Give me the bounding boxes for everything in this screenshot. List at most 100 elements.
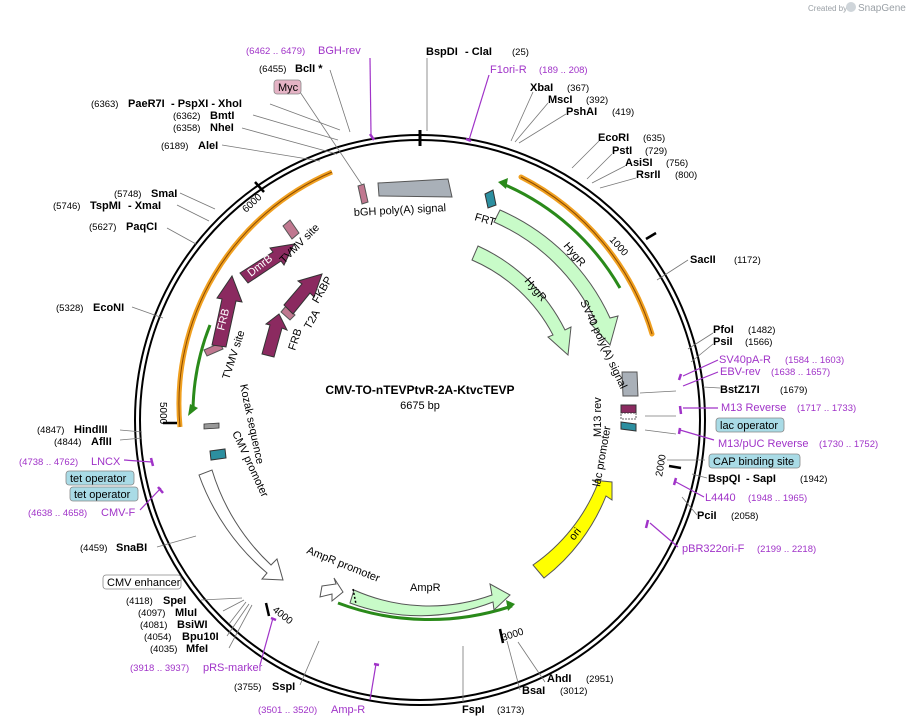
svg-text:- XmaI: - XmaI — [128, 200, 161, 212]
enzyme-spei: (4118) SpeI — [126, 595, 186, 607]
svg-text:(6362): (6362) — [173, 111, 200, 122]
plasmid-name: CMV-TO-nTEVPtvR-2A-KtvcTEVP — [325, 383, 514, 397]
snapgene-logo-icon — [846, 2, 856, 12]
lac-operator-feature[interactable] — [620, 412, 637, 420]
bgh-polya-feature[interactable] — [377, 178, 453, 198]
svg-text:AsiSI: AsiSI — [625, 157, 653, 169]
ampr-feature[interactable] — [349, 583, 511, 617]
box-tet-operator-1[interactable]: tet operator — [65, 470, 135, 486]
box-cap-site[interactable]: CAP binding site — [708, 453, 801, 469]
frb-orf-green — [191, 324, 212, 411]
frt-feature[interactable] — [484, 189, 497, 209]
frb-2-feature[interactable] — [261, 313, 289, 358]
enzyme-xbai: XbaI (367) — [530, 82, 589, 94]
kozak-feature[interactable] — [203, 422, 220, 430]
svg-text:MscI: MscI — [548, 94, 572, 106]
enzyme-bsiwi: (4081) BsiWI — [140, 619, 208, 631]
svg-text:SacII: SacII — [690, 254, 716, 266]
box-tet-operator-2[interactable]: tet operator — [69, 486, 139, 502]
primer-pbr322ori-f: pBR322ori-F (2199 .. 2218) — [682, 543, 816, 555]
hygr-outer-feature[interactable] — [493, 209, 619, 347]
svg-text:(4035): (4035) — [150, 644, 177, 655]
dmrb-feature[interactable] — [239, 243, 295, 284]
primer-l4440: L4440 (1948 .. 1965) — [705, 492, 807, 504]
svg-text:TspMI: TspMI — [90, 200, 121, 212]
tick-label-2000: 2000 — [654, 453, 669, 477]
svg-text:(635): (635) — [643, 133, 665, 144]
label-frb-1: FRB — [215, 307, 232, 331]
box-myc[interactable]: Myc — [273, 79, 302, 95]
svg-text:PaqCI: PaqCI — [126, 221, 157, 233]
svg-text:(4738 .. 4762): (4738 .. 4762) — [19, 457, 78, 468]
svg-text:(1566): (1566) — [745, 337, 772, 348]
svg-text:(5746): (5746) — [53, 201, 80, 212]
svg-text:MluI: MluI — [175, 607, 197, 619]
fkbp-feature[interactable] — [283, 273, 323, 315]
sv40-polya-feature[interactable] — [621, 371, 639, 397]
svg-text:M13/pUC Reverse: M13/pUC Reverse — [718, 438, 808, 450]
svg-text:AleI: AleI — [198, 140, 218, 152]
plasmid-size: 6675 bp — [400, 400, 440, 412]
primer-ebv-rev: EBV-rev (1638 .. 1657) — [720, 366, 830, 378]
svg-text:lac operator: lac operator — [720, 420, 778, 432]
t2a-feature[interactable] — [280, 305, 296, 321]
enzyme-bspqi: BspQI - SapI (1942) — [708, 473, 827, 485]
enzyme-paqci: (5627) PaqCI — [89, 221, 157, 233]
primer-sv40pa-r: SV40pA-R (1584 .. 1603) — [719, 354, 844, 366]
enzyme-bspdi: BspDI - ClaI (25) — [426, 46, 529, 58]
ampr-promoter-feature[interactable] — [319, 577, 344, 603]
svg-text:tet operator: tet operator — [74, 489, 131, 501]
svg-text:(419): (419) — [612, 107, 634, 118]
svg-text:EcoNI: EcoNI — [93, 302, 124, 314]
enzyme-mfei: (4035) MfeI — [150, 643, 208, 655]
enzyme-bmti: (6362) BmtI — [173, 110, 234, 122]
primer-amp-r: (3501 .. 3520) Amp-R — [258, 704, 365, 716]
svg-text:BmtI: BmtI — [210, 110, 234, 122]
svg-text:(6363): (6363) — [91, 99, 118, 110]
svg-text:CAP binding site: CAP binding site — [713, 456, 794, 468]
label-amp-prom: AmpR promoter — [305, 545, 382, 585]
tick-2000 — [668, 464, 682, 470]
svg-text:M13 Reverse: M13 Reverse — [721, 402, 786, 414]
enzyme-pcii: PciI (2058) — [697, 510, 758, 522]
svg-text:XbaI: XbaI — [530, 82, 553, 94]
ori-feature[interactable] — [532, 479, 613, 579]
svg-text:(6358): (6358) — [173, 123, 200, 134]
m13rev-feature[interactable] — [620, 404, 637, 414]
tvmv-site-2-feature[interactable] — [282, 219, 300, 240]
tick-3000 — [498, 628, 505, 644]
ampr-promoter-boundary — [352, 588, 357, 605]
tet-operator-feature[interactable] — [209, 448, 227, 461]
hygr-inner-feature[interactable] — [471, 245, 572, 357]
svg-text:BGH-rev: BGH-rev — [318, 45, 361, 57]
svg-text:Myc: Myc — [278, 82, 299, 94]
label-bgh: bGH poly(A) signal — [354, 202, 447, 219]
svg-text:EBV-rev: EBV-rev — [720, 366, 761, 378]
cmv-promoter-feature[interactable] — [198, 469, 284, 581]
svg-text:BsaI: BsaI — [522, 685, 545, 697]
svg-text:F1ori-R: F1ori-R — [490, 64, 527, 76]
svg-text:L4440: L4440 — [705, 492, 736, 504]
svg-text:HindIII: HindIII — [74, 424, 108, 436]
svg-text:(4847): (4847) — [37, 425, 64, 436]
primer-cmv-f: (4638 .. 4658) CMV-F — [28, 507, 136, 519]
enzyme-econi: (5328) EcoNI — [56, 302, 124, 314]
svg-text:(4638 .. 4658): (4638 .. 4658) — [28, 508, 87, 519]
svg-text:(1638 .. 1657): (1638 .. 1657) — [771, 367, 830, 378]
frb-1-feature[interactable] — [211, 274, 243, 348]
primer-bgh-rev: (6462 .. 6479) BGH-rev — [246, 45, 361, 57]
svg-text:(3173): (3173) — [497, 705, 524, 716]
box-cmv-enhancer[interactable]: CMV enhancer — [102, 574, 182, 590]
enzyme-nhei: (6358) NheI — [173, 122, 234, 134]
enzyme-sacii: SacII (1172) — [690, 254, 761, 266]
svg-text:BsiWI: BsiWI — [177, 619, 208, 631]
svg-text:(5627): (5627) — [89, 222, 116, 233]
myc-tag-feature[interactable] — [357, 183, 369, 205]
svg-text:(5748): (5748) — [114, 189, 141, 200]
box-lac-operator[interactable]: lac operator — [715, 417, 785, 433]
svg-text:(1717 .. 1733): (1717 .. 1733) — [797, 403, 856, 414]
cap-site-feature[interactable] — [620, 421, 637, 432]
svg-text:PshAI: PshAI — [566, 106, 597, 118]
svg-text:BspDI: BspDI — [426, 46, 458, 58]
primer-prs-marker: (3918 .. 3937) pRS-marker — [130, 662, 263, 674]
